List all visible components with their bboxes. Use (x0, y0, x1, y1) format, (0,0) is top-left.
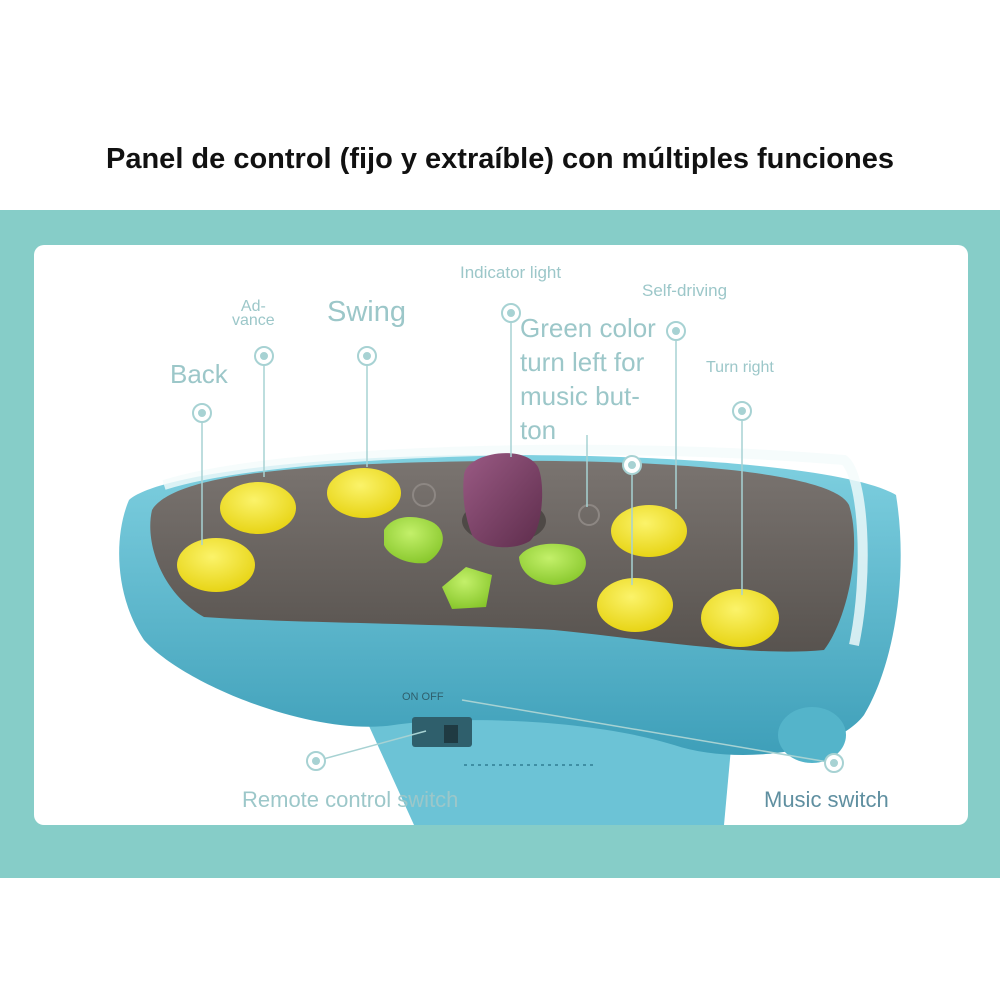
label-green-line1: Green color (520, 313, 656, 343)
yellow-button-mid (597, 578, 673, 632)
back-button (177, 538, 255, 592)
green-heart-button (384, 517, 443, 564)
label-self-driving: Self-driving (642, 281, 728, 300)
controller-illustration: ON OFF (119, 303, 901, 825)
target-rings (192, 303, 844, 773)
label-green-line4: ton (520, 415, 557, 445)
label-green-music-button: Green color turn left for music but- ton (520, 311, 656, 447)
label-advance: Ad- vance (232, 298, 275, 329)
product-photo-card: ON OFF Indicator light (34, 245, 968, 825)
turn-right-button (701, 589, 779, 647)
remote-switch-knob (444, 725, 458, 743)
label-back: Back (170, 359, 228, 389)
joystick (463, 453, 543, 548)
label-turn-right: Turn right (706, 359, 774, 376)
label-indicator-light: Indicator light (460, 263, 562, 282)
music-switch-dial (778, 707, 846, 763)
label-advance-line2: vance (232, 312, 275, 329)
advance-button (220, 482, 296, 534)
white-rim (162, 444, 868, 647)
label-music-switch: Music switch (764, 787, 889, 812)
headline: Panel de control (fijo y extraíble) con … (106, 143, 894, 175)
switch-marks: ON OFF (402, 691, 444, 703)
green-leaf-button (519, 543, 586, 585)
self-driving-button (611, 505, 687, 557)
label-advance-line1: Ad- (240, 298, 266, 315)
button-panel (150, 460, 855, 652)
swing-button (327, 468, 401, 518)
green-pentagon-button (442, 567, 492, 609)
music-note-icon (578, 504, 600, 526)
label-green-line3: music but- (520, 381, 640, 411)
label-green-line2: turn left for (520, 347, 645, 377)
leader-lines (201, 313, 835, 764)
indicator-light-icon (412, 483, 436, 507)
label-remote-control-switch: Remote control switch (242, 787, 459, 812)
label-swing: Swing (327, 296, 406, 328)
